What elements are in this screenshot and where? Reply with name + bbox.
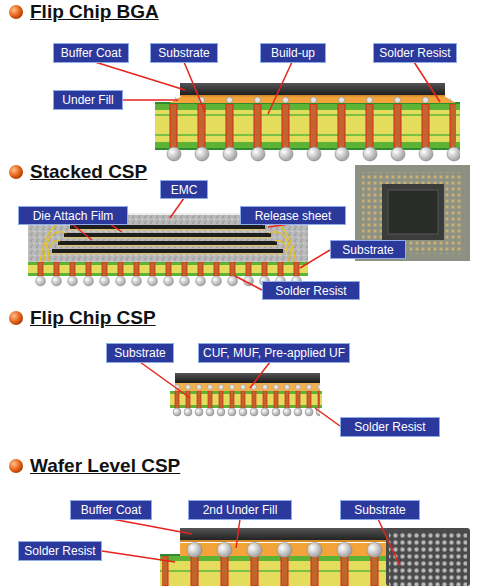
label-box: Under Fill: [53, 90, 123, 110]
label-box: Solder Resist: [373, 43, 457, 63]
box-label: Die Attach Film: [33, 209, 114, 223]
label-box: Build-up: [260, 43, 326, 63]
label-box: Substrate: [150, 43, 218, 63]
box-label: Solder Resist: [354, 420, 425, 434]
box-label: Substrate: [114, 346, 165, 360]
box-label: Buffer Coat: [81, 503, 141, 517]
label-box: 2nd Under Fill: [188, 500, 292, 520]
label-box: Die Attach Film: [18, 206, 128, 225]
box-label: Solder Resist: [379, 46, 450, 60]
label-box: Substrate: [330, 240, 406, 259]
section-heading: Flip Chip BGA: [30, 1, 159, 23]
box-label: EMC: [171, 183, 198, 197]
box-label: Solder Resist: [24, 544, 95, 558]
label-box: Substrate: [340, 500, 420, 520]
box-label: Build-up: [271, 46, 315, 60]
box-label: 2nd Under Fill: [203, 503, 278, 517]
label-box: Buffer Coat: [70, 500, 152, 520]
section-heading: Flip Chip CSP: [30, 307, 156, 329]
box-label: Release sheet: [255, 209, 332, 223]
section-heading: Wafer Level CSP: [30, 455, 180, 477]
box-label: Substrate: [158, 46, 209, 60]
box-label: CUF, MUF, Pre-applied UF: [203, 346, 345, 360]
label-box: Release sheet: [240, 206, 346, 225]
label-box: Solder Resist: [340, 417, 440, 437]
label-box: Substrate: [106, 343, 174, 363]
label-box: EMC: [160, 180, 208, 199]
label-box: Buffer Coat: [53, 43, 129, 63]
box-label: Substrate: [354, 503, 405, 517]
label-box: Solder Resist: [262, 281, 360, 300]
box-label: Solder Resist: [275, 284, 346, 298]
box-label: Substrate: [342, 243, 393, 257]
label-box: Solder Resist: [18, 541, 102, 561]
box-label: Under Fill: [62, 93, 113, 107]
box-label: Buffer Coat: [61, 46, 121, 60]
label-box: CUF, MUF, Pre-applied UF: [198, 343, 350, 363]
section-heading: Stacked CSP: [30, 161, 147, 183]
